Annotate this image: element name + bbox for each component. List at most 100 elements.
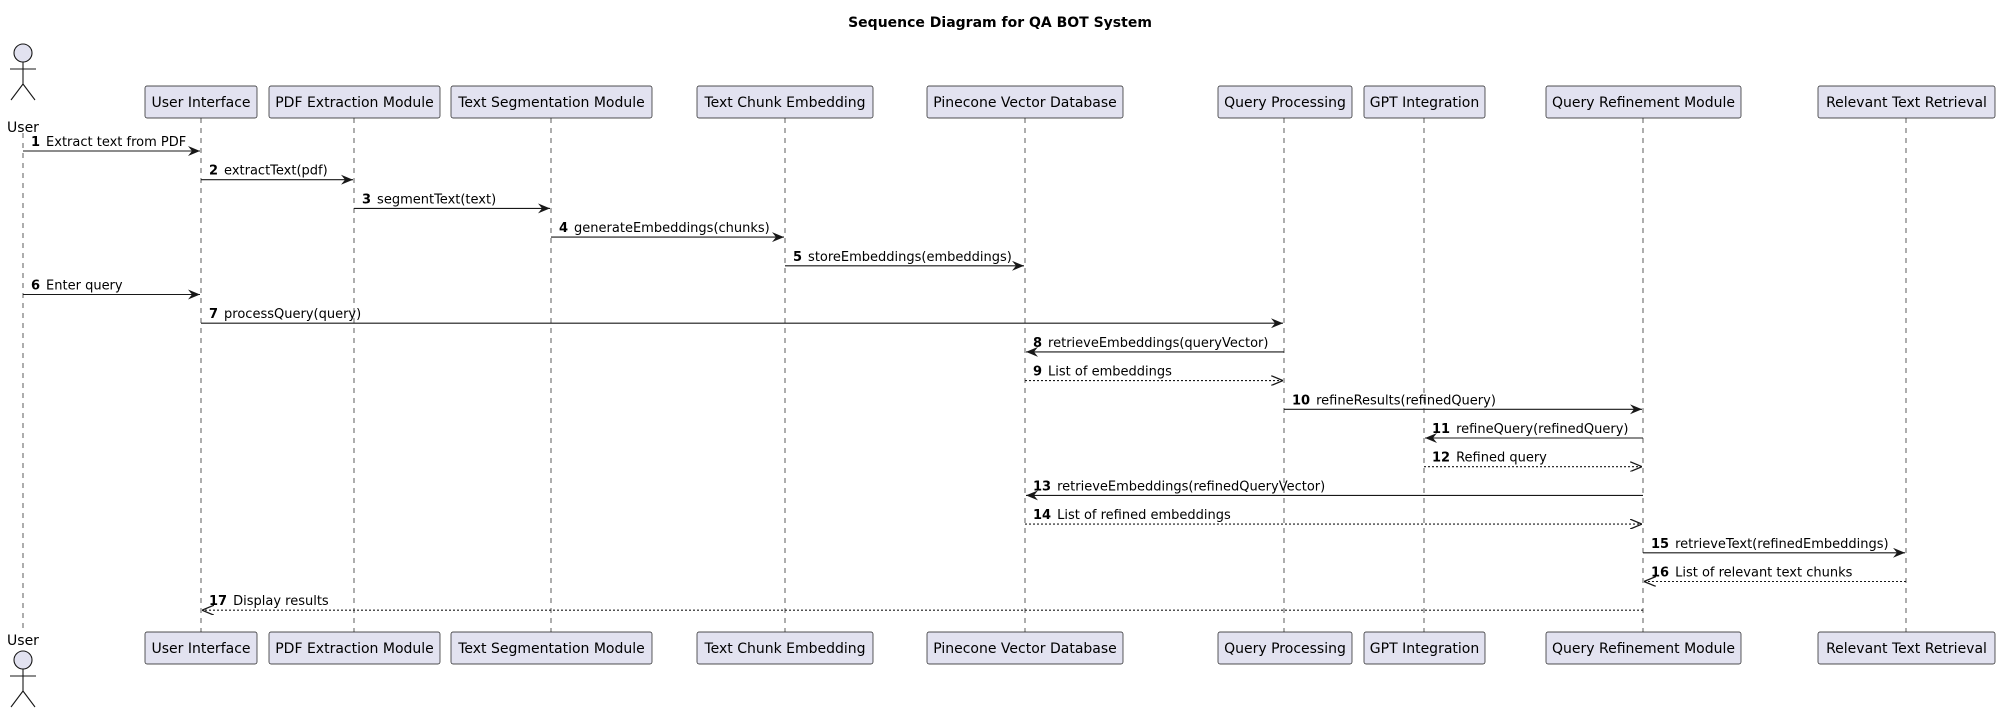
message-12: 12 Refined query	[1424, 451, 1642, 467]
message-number: 3	[362, 192, 371, 207]
participant-box	[1217, 85, 1353, 119]
message-text: processQuery(query)	[224, 307, 361, 322]
message-5: 5 storeEmbeddings(embeddings)	[785, 250, 1024, 271]
message-11: 11 refineQuery(refinedQuery)	[1425, 422, 1643, 443]
message-text: segmentText(text)	[377, 192, 496, 207]
participant-box	[696, 85, 874, 119]
message-text: List of relevant text chunks	[1675, 566, 1852, 581]
participant-qr-box-top: Query Refinement Module	[1545, 85, 1742, 119]
message-number: 15	[1651, 537, 1669, 552]
participant-label: PDF Extraction Module	[275, 95, 434, 111]
participant-pdf-box-bottom: PDF Extraction Module	[268, 631, 441, 665]
message-number: 12	[1432, 451, 1450, 466]
message-text: List of embeddings	[1048, 365, 1172, 380]
participant-box	[450, 631, 653, 665]
message-number: 11	[1432, 422, 1450, 437]
participant-box	[144, 85, 258, 119]
message-text: refineQuery(refinedQuery)	[1456, 422, 1628, 437]
participant-user-actor-top: User	[7, 43, 39, 136]
message-1: 1 Extract text from PDF	[23, 135, 200, 156]
participant-rtr-box-bottom: Relevant Text Retrieval	[1817, 631, 1996, 665]
message-text: Refined query	[1456, 451, 1547, 466]
participant-pine-box-bottom: Pinecone Vector Database	[926, 631, 1124, 665]
participant-box	[1545, 85, 1742, 119]
participant-gpt-box-bottom: GPT Integration	[1363, 631, 1486, 665]
participant-label: Query Refinement Module	[1552, 641, 1735, 657]
actor-body-icon	[10, 62, 36, 101]
message-number: 6	[31, 279, 40, 294]
participant-gpt-box-top: GPT Integration	[1363, 85, 1486, 119]
participant-box	[450, 85, 653, 119]
message-13: 13 retrieveEmbeddings(refinedQueryVector)	[1026, 479, 1643, 501]
message-text: Extract text from PDF	[46, 135, 186, 150]
message-text: storeEmbeddings(embeddings)	[808, 250, 1012, 265]
participant-box	[926, 631, 1124, 665]
participant-label: Text Chunk Embedding	[703, 641, 865, 657]
participant-box	[1217, 631, 1353, 665]
participant-label: Text Chunk Embedding	[703, 95, 865, 111]
participant-label: Text Segmentation Module	[457, 95, 645, 111]
message-label: 13 retrieveEmbeddings(refinedQueryVector)	[1033, 479, 1325, 494]
actor-head-icon	[13, 43, 33, 63]
participant-emb-box-top: Text Chunk Embedding	[696, 85, 874, 119]
message-4: 4 generateEmbeddings(chunks)	[551, 221, 784, 243]
message-3: 3 segmentText(text)	[354, 192, 550, 214]
diagram-title: Sequence Diagram for QA BOT System	[848, 15, 1152, 31]
participant-box	[926, 85, 1124, 119]
message-text: refineResults(refinedQuery)	[1316, 393, 1496, 408]
message-text: retrieveEmbeddings(refinedQueryVector)	[1057, 479, 1325, 494]
message-label: 9 List of embeddings	[1033, 365, 1172, 380]
message-number: 9	[1033, 365, 1042, 380]
participant-label: Relevant Text Retrieval	[1826, 641, 1987, 657]
participant-ui-box-top: User Interface	[144, 85, 258, 119]
participant-label: Query Processing	[1224, 641, 1346, 657]
message-label: 1 Extract text from PDF	[31, 135, 186, 150]
message-text: Enter query	[46, 279, 123, 294]
lifelines	[22, 118, 1907, 632]
participant-qp-box-bottom: Query Processing	[1217, 631, 1353, 665]
participant-qp-box-top: Query Processing	[1217, 85, 1353, 119]
message-text: List of refined embeddings	[1057, 508, 1231, 523]
participant-label: Pinecone Vector Database	[933, 95, 1117, 111]
message-label: 17 Display results	[209, 594, 329, 609]
message-text: Display results	[233, 594, 329, 609]
participant-box	[144, 631, 258, 665]
message-number: 1	[31, 135, 40, 150]
participant-box	[1817, 631, 1996, 665]
participant-label: Relevant Text Retrieval	[1826, 95, 1987, 111]
participant-seg-box-top: Text Segmentation Module	[450, 85, 653, 119]
participant-label: GPT Integration	[1370, 641, 1479, 657]
message-number: 13	[1033, 479, 1051, 494]
participant-box	[1817, 85, 1996, 119]
message-number: 17	[209, 594, 227, 609]
message-number: 5	[793, 250, 802, 265]
participant-box	[1363, 631, 1486, 665]
participant-label: Text Segmentation Module	[457, 641, 645, 657]
participant-label: PDF Extraction Module	[275, 641, 434, 657]
participant-label: User	[7, 120, 39, 136]
message-label: 11 refineQuery(refinedQuery)	[1432, 422, 1628, 437]
participant-box	[696, 631, 874, 665]
message-6: 6 Enter query	[23, 279, 200, 300]
message-text: generateEmbeddings(chunks)	[574, 221, 770, 236]
participant-qr-box-bottom: Query Refinement Module	[1545, 631, 1742, 665]
message-17: 17 Display results	[202, 594, 1643, 610]
participant-label: Pinecone Vector Database	[933, 641, 1117, 657]
actor-head-icon	[13, 650, 33, 670]
participant-emb-box-bottom: Text Chunk Embedding	[696, 631, 874, 665]
message-number: 4	[559, 221, 568, 236]
participant-box	[268, 85, 441, 119]
